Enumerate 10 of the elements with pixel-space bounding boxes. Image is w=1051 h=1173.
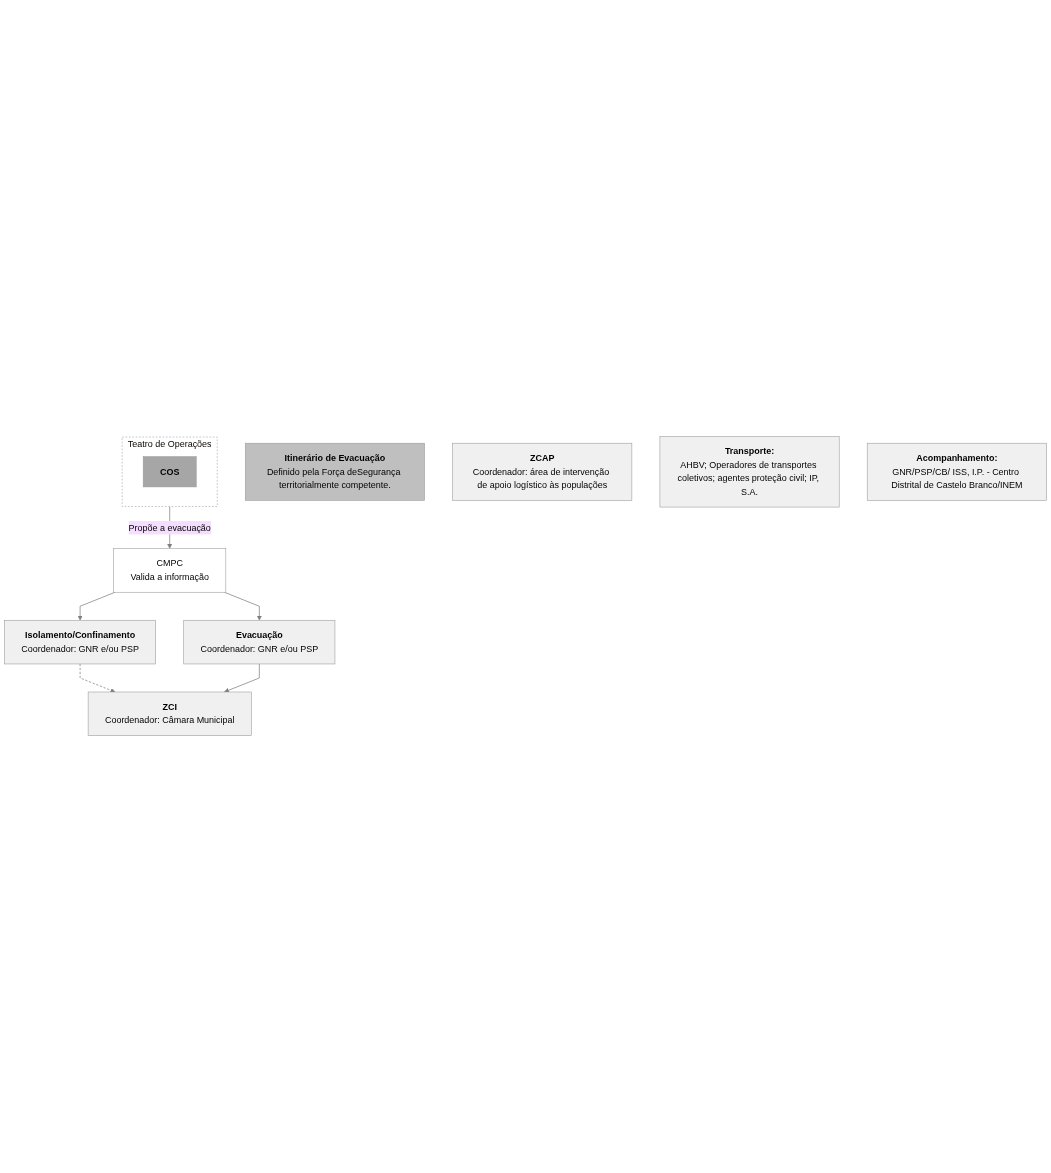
edge-label: Propõe a evacuação	[128, 523, 211, 533]
node-box: Evacuação Coordenador: GNR e/ou PSP	[183, 620, 336, 665]
node-box: ZCAP Coordenador: área de intervenção de apoio logístico às populações	[452, 443, 633, 502]
node-box: Isolamento/Confinamento Coordenador: GNR e/ou PSP	[4, 620, 156, 665]
node-box: Itinerário de Evacuação Definido pela Força deSegurança territorialmente competente.	[245, 443, 425, 502]
node-box: Acompanhamento: GNR/PSP/CB/ ISS, I.P. - Centro Distrital de Castelo Branco/INEM	[866, 443, 1047, 502]
node-box: CMPC Valida a informação	[113, 548, 227, 593]
node-box: ZCI Coordenador: Câmara Municipal	[87, 692, 252, 737]
node-box: Transporte: AHBV; Operadores de transportes coletivos; agentes proteção civil; IP, S.A.	[659, 436, 840, 508]
node-box: COS	[142, 456, 197, 488]
